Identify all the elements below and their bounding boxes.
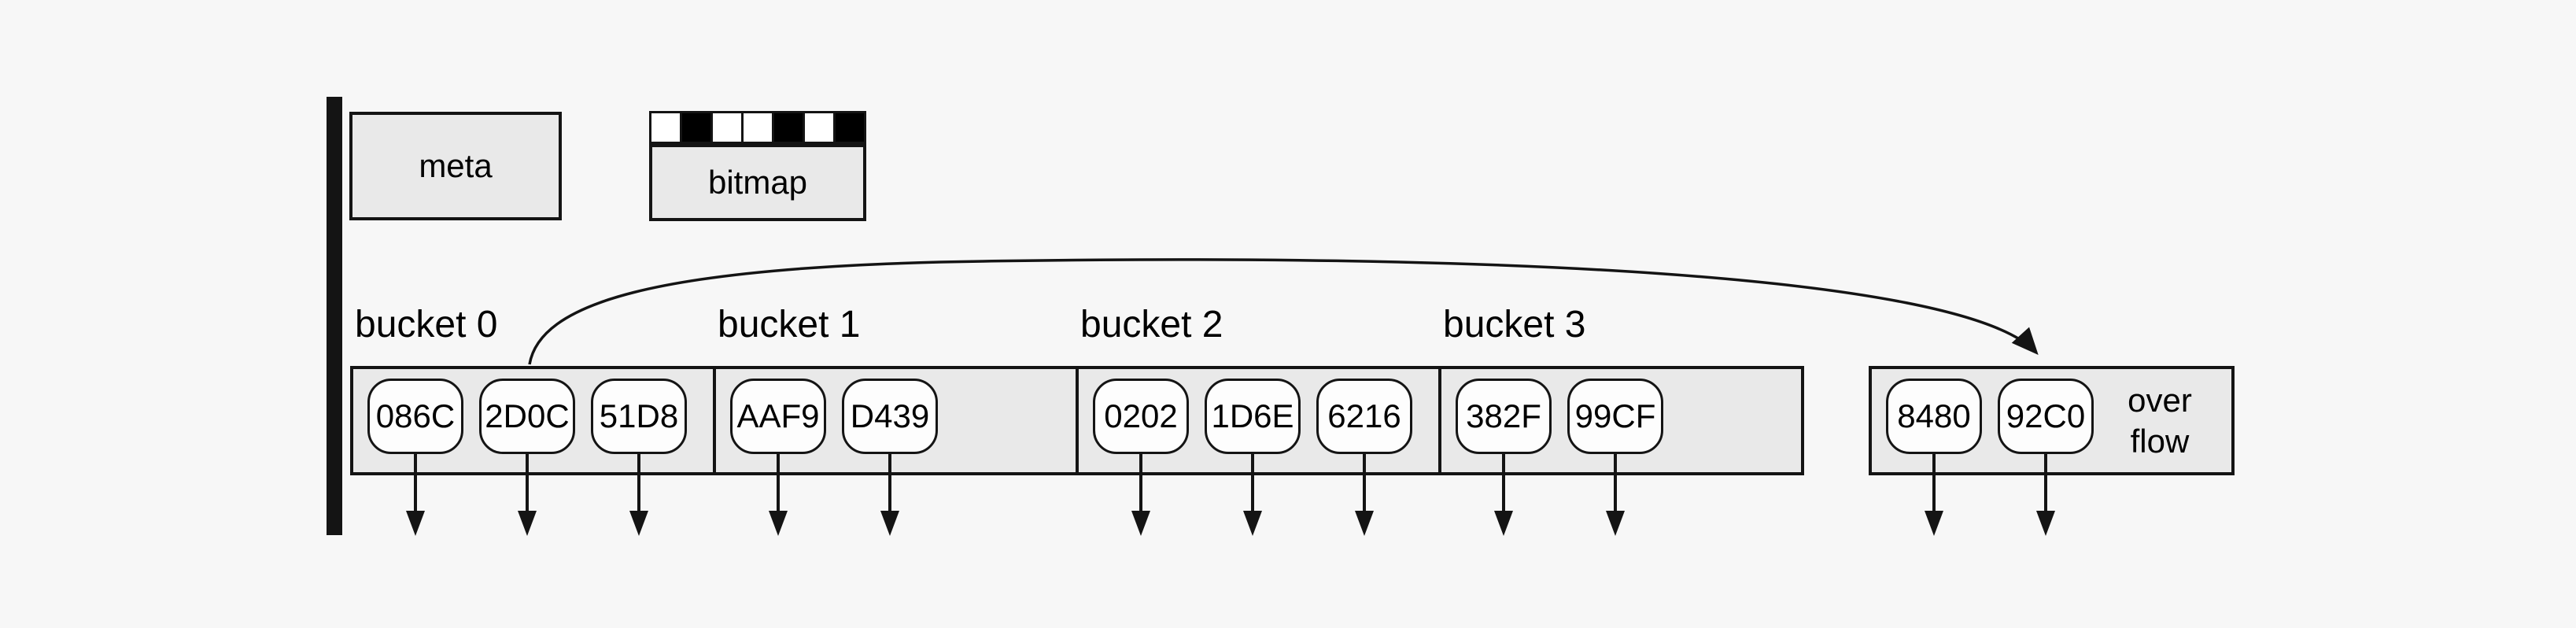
bitmap-label: bitmap [707,164,808,201]
record-cell: 1D6E [1205,379,1301,454]
bit-cell-off [741,111,774,144]
bucket-label: bucket 3 [1443,304,1586,345]
record-cell: 92C0 [1998,379,2094,454]
cell-pointer-arrowhead [518,511,537,536]
overflow-label-line: flow [2130,422,2190,460]
bucket-label: bucket 2 [1080,304,1223,345]
bit-cell-on [772,111,805,144]
record-cell: 086C [367,379,463,454]
cell-pointer-arrowhead [1131,511,1150,536]
overflow-label: over flow [2089,366,2231,475]
record-cell: 99CF [1567,379,1663,454]
cell-pointer-arrowhead [880,511,899,536]
cell-pointer-arrowhead [2036,511,2055,536]
cell-pointer-arrowhead [406,511,425,536]
overflow-label-line: over [2128,381,2192,419]
meta-label: meta [419,147,493,184]
bitmap-bit-strip [649,111,866,144]
record-cell: 51D8 [591,379,687,454]
meta-box: meta [349,112,562,220]
record-cell: 6216 [1316,379,1412,454]
bit-cell-off [649,111,682,144]
cell-pointer-arrowhead [1243,511,1262,536]
bucket-label: bucket 0 [355,304,498,345]
cell-pointer-arrowhead [1925,511,1943,536]
cell-pointer-arrowhead [769,511,788,536]
bitmap-box: bitmap [649,144,866,221]
memory-start-bar [327,97,342,535]
bit-cell-off [803,111,836,144]
bit-cell-on [833,111,866,144]
bit-cell-off [710,111,744,144]
bit-cell-on [680,111,713,144]
cell-pointer-arrowhead [1606,511,1625,536]
record-cell: 2D0C [479,379,575,454]
cell-pointer-arrowhead [1355,511,1374,536]
record-cell: D439 [842,379,938,454]
record-cell: 382F [1456,379,1552,454]
cell-pointer-arrowhead [1494,511,1513,536]
cell-pointer-arrowhead [629,511,648,536]
record-cell: 0202 [1093,379,1189,454]
bucket-label: bucket 1 [718,304,861,345]
record-cell: 8480 [1886,379,1982,454]
record-cell: AAF9 [730,379,826,454]
